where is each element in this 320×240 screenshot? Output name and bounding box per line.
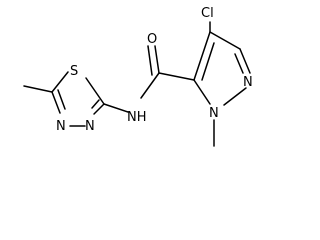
bond-c5-methyl bbox=[23, 85, 53, 93]
atom-n-thiadiazole-right: N bbox=[85, 119, 95, 134]
bond-c3-n2 bbox=[239, 48, 251, 74]
bond-c4-c3 bbox=[209, 31, 241, 50]
bond-c5-n4-inner bbox=[57, 89, 66, 110]
atom-cl: Cl bbox=[201, 6, 214, 21]
bond-n3-c2 bbox=[93, 103, 105, 115]
bond-carbonyl-o-inner bbox=[147, 45, 153, 76]
bond-c3-n2-inner bbox=[234, 53, 244, 74]
atom-n-pyrazole-methyl: N bbox=[209, 106, 219, 121]
bond-n3-c2-inner bbox=[91, 99, 100, 109]
atom-n-pyrazole-top: N bbox=[243, 75, 253, 90]
bond-s-c5 bbox=[51, 71, 69, 93]
bond-c5-c4 bbox=[193, 31, 211, 81]
bond-nh-c2 bbox=[103, 103, 129, 113]
bond-c5-n4 bbox=[51, 91, 61, 114]
atom-nh-amide: NH bbox=[127, 110, 147, 125]
atom-s: S bbox=[70, 64, 78, 79]
bond-c5-c4-inner bbox=[201, 42, 215, 81]
bond-carbonyl-o bbox=[154, 45, 160, 74]
atom-n-thiadiazole-left: N bbox=[56, 119, 66, 134]
bond-carbonyl-nh bbox=[140, 72, 160, 99]
bond-n2-n1 bbox=[223, 87, 247, 106]
atom-o: O bbox=[147, 32, 157, 47]
structure-canvas: Cl O N N NH S N N bbox=[23, 6, 253, 147]
bond-n1-c5 bbox=[193, 79, 211, 105]
bond-c2-s bbox=[85, 77, 105, 105]
molecule-drawing: Cl O N N NH S N N bbox=[23, 6, 253, 147]
bond-c5-carbonyl bbox=[158, 72, 195, 81]
